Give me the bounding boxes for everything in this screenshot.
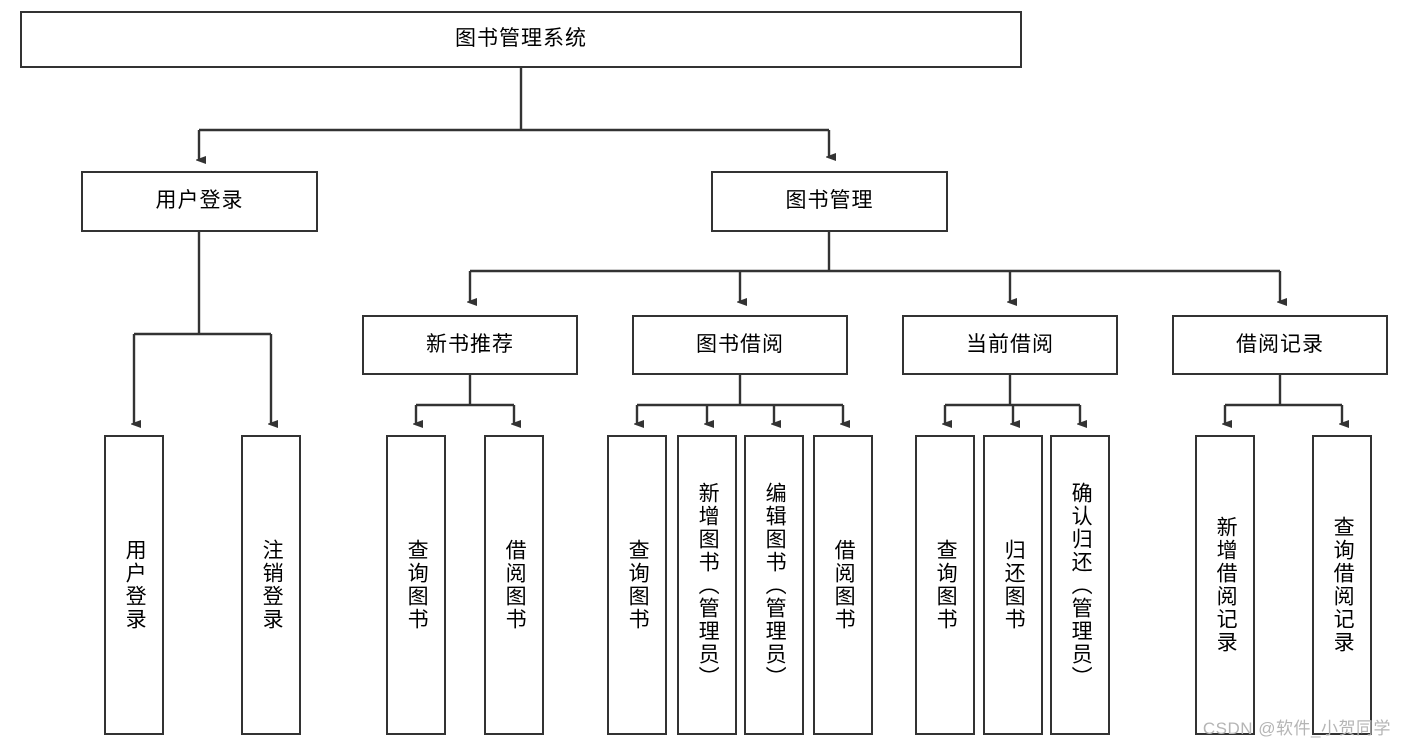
- node-book-management[interactable]: 图书管理: [711, 171, 948, 232]
- node-leaf-query-book-1[interactable]: 查询图书: [386, 435, 446, 735]
- node-label: 新书推荐: [426, 332, 514, 356]
- node-label: 查询图书: [626, 539, 650, 631]
- node-label: 借阅图书: [832, 539, 856, 631]
- node-leaf-query-book-3[interactable]: 查询图书: [915, 435, 975, 735]
- node-label: 图书管理: [785, 189, 874, 213]
- node-leaf-query-book-2[interactable]: 查询图书: [607, 435, 667, 735]
- node-leaf-borrow-book-2[interactable]: 借阅图书: [813, 435, 873, 735]
- node-leaf-confirm-return[interactable]: 确认归还（管理员）: [1050, 435, 1110, 735]
- node-new-book-recommend[interactable]: 新书推荐: [362, 315, 578, 375]
- node-label: 确认归还（管理员）: [1069, 481, 1093, 689]
- node-label: 用户登录: [155, 189, 244, 213]
- node-leaf-borrow-book-1[interactable]: 借阅图书: [484, 435, 544, 735]
- node-label: 归还图书: [1002, 539, 1026, 631]
- node-label: 图书借阅: [696, 332, 784, 356]
- node-book-management-system[interactable]: 图书管理系统: [20, 11, 1022, 68]
- node-label: 注销登录: [260, 539, 284, 631]
- node-label: 借阅图书: [503, 539, 527, 631]
- node-user-login[interactable]: 用户登录: [81, 171, 318, 232]
- node-label: 图书管理系统: [455, 27, 587, 51]
- node-leaf-return-book[interactable]: 归还图书: [983, 435, 1043, 735]
- watermark: CSDN @软件_小贺同学: [1202, 719, 1391, 738]
- node-label: 查询借阅记录: [1331, 516, 1355, 654]
- node-label: 借阅记录: [1236, 332, 1324, 356]
- node-leaf-logout-login[interactable]: 注销登录: [241, 435, 301, 735]
- node-label: 查询图书: [934, 539, 958, 631]
- node-label: 新增图书（管理员）: [696, 481, 720, 689]
- node-leaf-add-record[interactable]: 新增借阅记录: [1195, 435, 1255, 735]
- node-label: 新增借阅记录: [1214, 516, 1238, 654]
- node-label: 查询图书: [405, 539, 429, 631]
- node-leaf-edit-book[interactable]: 编辑图书（管理员）: [744, 435, 804, 735]
- node-label: 编辑图书（管理员）: [763, 481, 787, 689]
- node-label: 当前借阅: [966, 332, 1054, 356]
- node-leaf-user-login[interactable]: 用户登录: [104, 435, 164, 735]
- node-label: 用户登录: [123, 539, 147, 631]
- node-book-borrow[interactable]: 图书借阅: [632, 315, 848, 375]
- node-current-borrow[interactable]: 当前借阅: [902, 315, 1118, 375]
- node-leaf-query-record[interactable]: 查询借阅记录: [1312, 435, 1372, 735]
- node-borrow-record[interactable]: 借阅记录: [1172, 315, 1388, 375]
- node-leaf-add-book[interactable]: 新增图书（管理员）: [677, 435, 737, 735]
